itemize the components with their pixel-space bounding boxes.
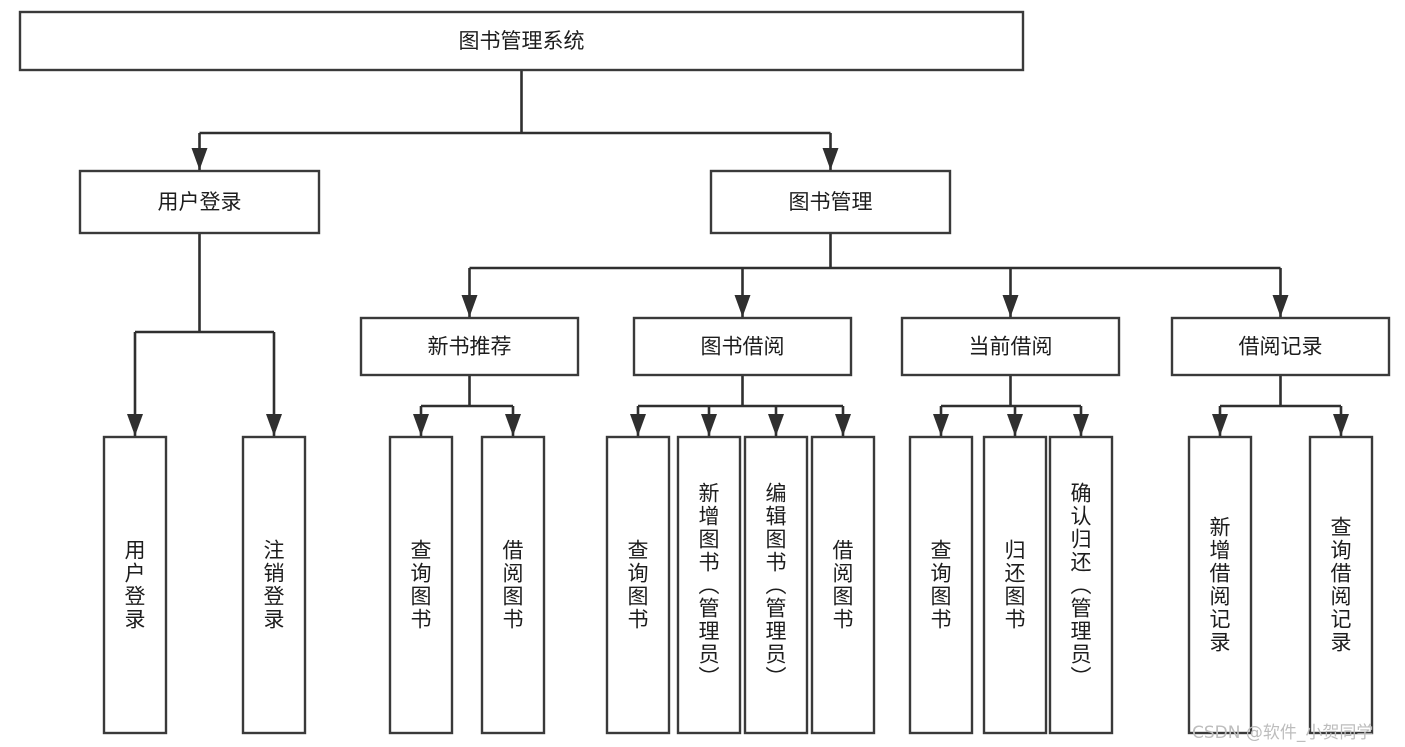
connector-arrowhead-borrow-record xyxy=(1272,295,1289,317)
connector-arrowhead-leaf-query-book-1 xyxy=(413,414,429,436)
connector-arrowhead-user-login xyxy=(191,148,208,170)
node-box-leaf-edit-book-admin xyxy=(743,435,809,735)
connector-arrowhead-leaf-borrow-book-1 xyxy=(505,414,521,436)
connector-arrowhead-current-borrow xyxy=(1002,295,1019,317)
node-box-user-login xyxy=(78,169,321,235)
node-box-new-book-recommend xyxy=(359,316,580,377)
node-box-leaf-borrow-book-1 xyxy=(480,435,546,735)
node-box-borrow-record xyxy=(1170,316,1391,377)
node-box-root xyxy=(18,10,1025,72)
node-box-leaf-query-book-3 xyxy=(908,435,974,735)
node-label-root: 图书管理系统 xyxy=(459,29,585,53)
connector-arrowhead-leaf-return-book xyxy=(1007,414,1023,436)
node-box-leaf-borrow-book-2 xyxy=(810,435,876,735)
connector-arrowhead-leaf-edit-book-admin xyxy=(768,414,784,436)
connector-edges-group xyxy=(127,70,1349,436)
node-box-book-borrow xyxy=(632,316,853,377)
node-label-new-book-recommend: 新书推荐 xyxy=(428,335,512,359)
connector-arrowhead-leaf-query-book-2 xyxy=(630,414,646,436)
node-box-leaf-query-borrow-record xyxy=(1308,435,1374,735)
node-label-user-login: 用户登录 xyxy=(158,190,242,214)
node-box-book-manage xyxy=(709,169,952,235)
csdn-watermark: CSDN @软件_小贺同学 xyxy=(1192,723,1374,743)
connector-arrowhead-book-borrow xyxy=(734,295,751,317)
connector-arrowhead-leaf-user-logout xyxy=(266,414,282,436)
node-box-current-borrow xyxy=(900,316,1121,377)
node-label-current-borrow: 当前借阅 xyxy=(969,335,1053,359)
node-label-borrow-record: 借阅记录 xyxy=(1239,335,1323,359)
node-box-leaf-confirm-return-admin xyxy=(1048,435,1114,735)
node-label-book-borrow: 图书借阅 xyxy=(701,335,785,359)
connector-arrowhead-leaf-add-book-admin xyxy=(701,414,717,436)
node-label-book-manage: 图书管理 xyxy=(789,190,873,214)
node-box-leaf-query-book-1 xyxy=(388,435,454,735)
connector-arrowhead-leaf-add-borrow-record xyxy=(1212,414,1228,436)
connector-arrowhead-leaf-user-login xyxy=(127,414,143,436)
connector-arrowhead-book-manage xyxy=(822,148,839,170)
node-box-leaf-add-borrow-record xyxy=(1187,435,1253,735)
node-box-leaf-user-logout xyxy=(241,435,307,735)
connector-arrowhead-leaf-query-book-3 xyxy=(933,414,949,436)
node-box-leaf-add-book-admin xyxy=(676,435,742,735)
connector-arrowhead-leaf-confirm-return-admin xyxy=(1073,414,1089,436)
connector-arrowhead-leaf-query-borrow-record xyxy=(1333,414,1349,436)
node-box-leaf-query-book-2 xyxy=(605,435,671,735)
node-box-leaf-user-login xyxy=(102,435,168,735)
connector-arrowhead-leaf-borrow-book-2 xyxy=(835,414,851,436)
node-box-leaf-return-book xyxy=(982,435,1048,735)
node-boxes-group xyxy=(18,10,1391,735)
connector-arrowhead-new-book-recommend xyxy=(461,295,478,317)
